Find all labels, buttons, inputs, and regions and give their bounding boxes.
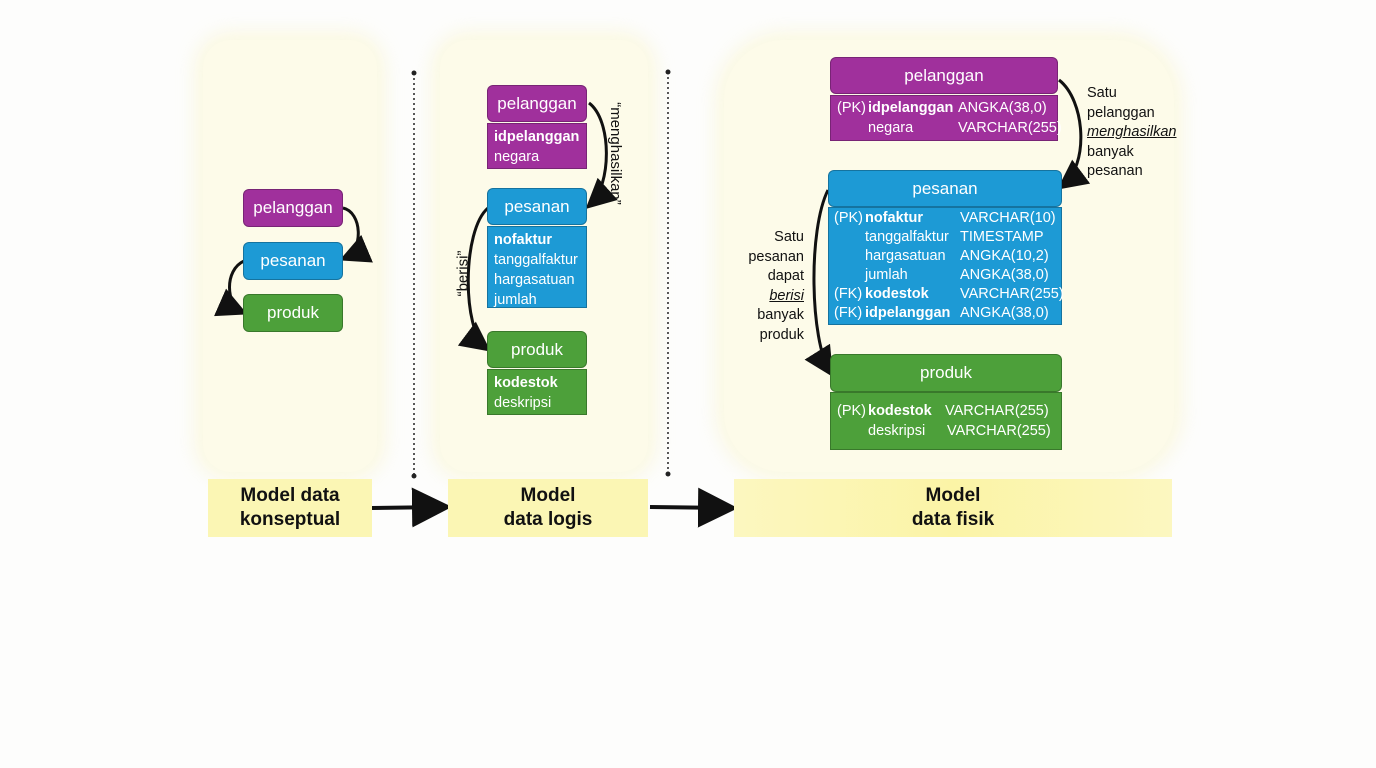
- note-berisi-line4: berisi: [769, 287, 804, 304]
- arrow-fisik-menghasilkan: [1057, 78, 1091, 190]
- fisik-pesanan-row6-name: idpelanggan: [865, 305, 951, 321]
- fisik-produk-row1-type: VARCHAR(255): [945, 403, 1049, 419]
- note-berisi-line3: dapat: [767, 268, 804, 284]
- note-berisi-line6: produk: [759, 326, 804, 343]
- fisik-pelanggan-row1-key: (PK): [837, 100, 866, 116]
- arrow-fisik-berisi: [804, 189, 834, 378]
- note-menghasilkan-line3: menghasilkan: [1087, 124, 1177, 140]
- fisik-pesanan-label: pesanan: [912, 178, 978, 198]
- fisik-pesanan-row5-name: kodestok: [865, 286, 929, 302]
- fisik-pesanan-row4-type: ANGKA(38,0): [960, 267, 1049, 283]
- fisik-produk-label: produk: [920, 363, 972, 382]
- logis-produk-label: produk: [511, 339, 563, 359]
- konseptual-pesanan-label: pesanan: [260, 251, 326, 270]
- fisik-pesanan-row1-type: VARCHAR(10): [960, 210, 1056, 226]
- konseptual-pelanggan-label: pelanggan: [253, 198, 333, 217]
- fisik-pesanan-row4-name: jumlah: [865, 267, 908, 283]
- fisik-pelanggan-row1-name: idpelanggan: [868, 100, 954, 116]
- note-menghasilkan-line1: Satu: [1087, 85, 1117, 101]
- fisik-pelanggan-row2-type: VARCHAR(255): [958, 120, 1062, 136]
- label-fisik-line2: data fisik: [911, 509, 995, 530]
- attr-nofaktur: nofaktur: [494, 232, 552, 248]
- fisik-produk-row2-type: VARCHAR(255): [947, 423, 1051, 439]
- fisik-produk-row1-name: kodestok: [868, 403, 932, 419]
- fisik-pesanan-header: pesanan: [828, 170, 1062, 207]
- fisik-produk-row2-name: deskripsi: [868, 423, 926, 439]
- label-konseptual: Model data konseptual: [208, 479, 372, 537]
- label-logis-line2: data logis: [503, 509, 593, 530]
- fisik-pelanggan-table: (PK) idpelanggan ANGKA(38,0) negara VARC…: [830, 95, 1062, 141]
- logis-pelanggan-header: pelanggan: [487, 85, 587, 122]
- attr-jumlah: jumlah: [494, 292, 537, 308]
- separator-2: [665, 69, 671, 477]
- label-fisik: Model data fisik: [734, 479, 1172, 537]
- attr-kodestok: kodestok: [494, 375, 558, 391]
- fisik-produk-table: (PK) kodestok VARCHAR(255) deskripsi VAR…: [830, 392, 1062, 450]
- konseptual-pesanan: pesanan: [243, 242, 343, 280]
- logis-relation-berisi: “berisi”: [454, 250, 472, 297]
- fisik-pelanggan-row1-type: ANGKA(38,0): [958, 100, 1047, 116]
- fisik-pesanan-row3-type: ANGKA(10,2): [960, 248, 1049, 264]
- label-konseptual-line2: konseptual: [239, 509, 341, 530]
- fisik-pesanan-row5-type: VARCHAR(255): [960, 286, 1064, 302]
- label-logis-line1: Model: [520, 485, 576, 506]
- fisik-pesanan-row3-name: hargasatuan: [865, 248, 946, 264]
- note-berisi-line1: Satu: [774, 229, 804, 245]
- fisik-pesanan-row1-name: nofaktur: [865, 210, 923, 226]
- logis-pesanan-attrs: nofaktur tanggalfaktur hargasatuan jumla…: [487, 226, 587, 308]
- flow-arrow-1: [371, 487, 452, 528]
- fisik-pelanggan-label: pelanggan: [904, 65, 984, 85]
- fisik-produk-row1-key: (PK): [837, 403, 866, 419]
- label-fisik-line1: Model: [925, 485, 981, 506]
- konseptual-produk-label: produk: [267, 303, 319, 322]
- note-berisi-line2: pesanan: [748, 248, 804, 265]
- fisik-note-berisi: Satu pesanan dapat berisi banyak produk: [740, 228, 804, 345]
- fisik-pesanan-table: (PK) nofaktur VARCHAR(10) tanggalfaktur …: [828, 207, 1064, 325]
- logis-produk-header: produk: [487, 331, 587, 368]
- note-menghasilkan-line2: pelanggan: [1087, 104, 1155, 121]
- note-berisi-line5: banyak: [757, 307, 804, 323]
- attr-negara: negara: [494, 149, 540, 165]
- flow-arrow-2: [649, 487, 738, 528]
- note-menghasilkan-line5: pesanan: [1087, 163, 1143, 179]
- konseptual-produk: produk: [243, 294, 343, 332]
- attr-tanggalfaktur: tanggalfaktur: [494, 252, 578, 268]
- arrow-konseptual-pelanggan-pesanan: [339, 206, 373, 263]
- fisik-produk-header: produk: [830, 354, 1062, 392]
- logis-relation-menghasilkan: “menghasilkan”: [606, 102, 624, 205]
- logis-pelanggan-label: pelanggan: [497, 93, 577, 113]
- fisik-pesanan-row6-key: (FK): [834, 305, 863, 321]
- arrow-logis-berisi: [457, 206, 491, 352]
- logis-pesanan-header: pesanan: [487, 188, 587, 225]
- label-konseptual-line1: Model data: [240, 485, 340, 506]
- fisik-pelanggan-row2-name: negara: [868, 120, 914, 136]
- fisik-note-menghasilkan: Satu pelanggan menghasilkan banyak pesan…: [1087, 84, 1176, 182]
- note-menghasilkan-line4: banyak: [1087, 143, 1134, 160]
- logis-pesanan-label: pesanan: [504, 196, 570, 216]
- fisik-pesanan-row2-type: TIMESTAMP: [960, 229, 1044, 245]
- logis-produk-attrs: kodestok deskripsi: [487, 369, 587, 415]
- attr-hargasatuan: hargasatuan: [494, 272, 575, 288]
- attr-idpelanggan: idpelanggan: [494, 129, 580, 145]
- fisik-pesanan-row5-key: (FK): [834, 286, 863, 302]
- fisik-pesanan-row6-type: ANGKA(38,0): [960, 305, 1049, 321]
- fisik-pelanggan-header: pelanggan: [830, 57, 1058, 94]
- arrow-konseptual-pesanan-produk: [213, 259, 248, 317]
- separator-1: [411, 70, 417, 479]
- fisik-pesanan-row2-name: tanggalfaktur: [865, 229, 949, 245]
- konseptual-pelanggan: pelanggan: [243, 189, 343, 227]
- attr-deskripsi: deskripsi: [494, 395, 552, 411]
- fisik-pesanan-row1-key: (PK): [834, 210, 863, 226]
- logis-pelanggan-attrs: idpelanggan negara: [487, 123, 587, 169]
- arrow-logis-menghasilkan: [585, 101, 618, 210]
- label-logis: Model data logis: [448, 479, 648, 537]
